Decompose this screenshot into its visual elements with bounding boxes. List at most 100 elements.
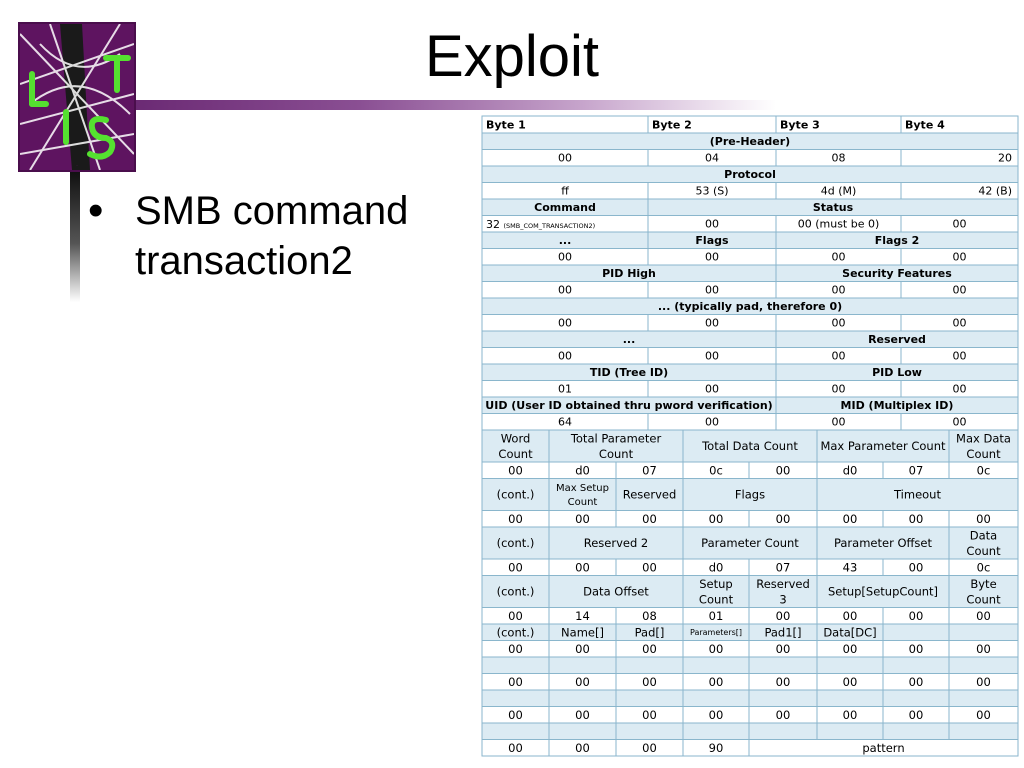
table-label-text: Reserved 2 bbox=[584, 536, 649, 550]
table-label-cell bbox=[548, 722, 617, 740]
table-value-text: 00 bbox=[558, 284, 572, 297]
table-label-text: Parameters[] bbox=[690, 628, 742, 637]
table-label-cell bbox=[615, 722, 684, 740]
table-value-text: 00 bbox=[642, 675, 657, 689]
table-value-text: 00 bbox=[909, 642, 924, 656]
table-value-text: 07 bbox=[642, 463, 657, 477]
table-value-text: 00 bbox=[776, 512, 791, 526]
bullet-text: SMB command transaction2 bbox=[135, 189, 409, 283]
table-value-text: 4d (M) bbox=[821, 185, 857, 198]
table-value-text: 42 (B) bbox=[978, 185, 1012, 198]
table-value-text: 00 bbox=[976, 675, 991, 689]
table-value-text: 00 bbox=[709, 675, 724, 689]
table-label-text: Reserved bbox=[756, 577, 810, 591]
table-label-cell bbox=[816, 722, 884, 740]
table-label-cell bbox=[682, 478, 818, 511]
table-value-text: 00 bbox=[832, 416, 846, 429]
command-name-text: (SMB_COM_TRANSACTION2) bbox=[504, 222, 596, 230]
table-label-text: Pad[] bbox=[635, 625, 665, 639]
table-label-cell bbox=[816, 575, 950, 608]
table-label-cell bbox=[548, 656, 617, 674]
table-label-text: PID Low bbox=[872, 366, 922, 379]
table-header-text: Byte 3 bbox=[780, 118, 820, 131]
table-label-text: Word bbox=[501, 431, 531, 445]
table-value-text: 08 bbox=[642, 609, 657, 623]
table-label-text: Total Parameter bbox=[570, 431, 662, 445]
list-logo: LIST bbox=[18, 22, 136, 172]
table-value-text: 00 bbox=[575, 560, 590, 574]
table-value-text: 00 bbox=[508, 675, 523, 689]
table-label-text: ... (typically pad, therefore 0) bbox=[658, 300, 842, 313]
table-label-text: Security Features bbox=[842, 267, 952, 280]
table-label-text: Count bbox=[568, 497, 598, 508]
table-value-text: 00 bbox=[508, 741, 523, 755]
table-label-text: Protocol bbox=[724, 168, 776, 181]
table-label-text: Count bbox=[966, 544, 1001, 558]
table-value-text: 00 bbox=[976, 708, 991, 722]
side-accent-bar bbox=[70, 172, 80, 302]
svg-text:LIST: LIST bbox=[76, 165, 78, 167]
table-label-text: Data bbox=[970, 528, 997, 542]
table-cell-text: 32 (SMB_COM_TRANSACTION2) bbox=[486, 218, 595, 231]
table-value-text: 00 bbox=[832, 350, 846, 363]
table-label-cell bbox=[948, 575, 1019, 608]
table-label-text: 3 bbox=[779, 592, 786, 606]
table-value-text: 00 bbox=[832, 383, 846, 396]
table-value-text: 00 bbox=[709, 512, 724, 526]
table-value-text: 00 bbox=[575, 675, 590, 689]
table-value-text: 08 bbox=[832, 152, 846, 165]
bullet-icon: • bbox=[88, 186, 104, 235]
list-logo-graphic: LIST bbox=[20, 24, 134, 170]
table-label-text: (cont.) bbox=[497, 488, 535, 502]
table-label-cell bbox=[615, 689, 684, 707]
table-label-text: Data[DC] bbox=[823, 625, 876, 639]
table-value-text: 00 bbox=[909, 609, 924, 623]
table-value-text: 53 (S) bbox=[695, 185, 728, 198]
table-value-text: 00 bbox=[705, 284, 719, 297]
table-label-text: UID (User ID obtained thru pword verific… bbox=[485, 399, 772, 412]
table-label-text: Pad1[] bbox=[764, 625, 801, 639]
table-value-text: 00 bbox=[575, 741, 590, 755]
table-label-text: (Pre-Header) bbox=[710, 135, 790, 148]
table-value-text: 00 bbox=[558, 317, 572, 330]
table-label-cell bbox=[948, 429, 1019, 463]
table-value-text: 00 bbox=[642, 512, 657, 526]
table-value-text: 00 bbox=[843, 708, 858, 722]
table-value-text: 00 bbox=[575, 512, 590, 526]
table-value-text: 00 bbox=[705, 383, 719, 396]
table-value-text: 00 bbox=[953, 251, 967, 264]
table-value-text: 00 bbox=[508, 609, 523, 623]
table-value-text: 01 bbox=[709, 609, 724, 623]
table-label-text: Total Data Count bbox=[701, 439, 798, 453]
table-label-cell bbox=[682, 656, 750, 674]
table-label-text: Reserved bbox=[623, 488, 677, 502]
table-value-text: 00 bbox=[832, 284, 846, 297]
table-value-text: 00 bbox=[976, 609, 991, 623]
table-value-text: 00 bbox=[558, 152, 572, 165]
table-label-cell bbox=[682, 689, 750, 707]
table-value-text: 00 bbox=[508, 512, 523, 526]
table-label-cell bbox=[615, 656, 684, 674]
table-label-cell bbox=[948, 656, 1019, 674]
table-label-text: Status bbox=[813, 201, 854, 214]
table-value-text: 00 bbox=[953, 383, 967, 396]
table-value-text: 00 bbox=[776, 609, 791, 623]
table-label-cell bbox=[481, 575, 550, 608]
table-label-cell bbox=[548, 478, 617, 511]
table-label-cell bbox=[481, 722, 550, 740]
table-value-text: 07 bbox=[776, 560, 791, 574]
table-value-text: 00 bbox=[575, 642, 590, 656]
table-value-text: 00 (must be 0) bbox=[798, 218, 880, 231]
table-value-text: 14 bbox=[575, 609, 590, 623]
table-label-cell bbox=[882, 656, 950, 674]
table-label-cell bbox=[882, 689, 950, 707]
table-label-text: Byte bbox=[970, 577, 996, 591]
table-label-cell bbox=[481, 526, 550, 560]
table-value-text: 00 bbox=[843, 512, 858, 526]
table-label-cell bbox=[948, 623, 1019, 641]
table-value-text: 00 bbox=[709, 708, 724, 722]
table-value-text: 00 bbox=[705, 350, 719, 363]
accent-bar bbox=[136, 100, 776, 110]
table-label-text: Flags bbox=[695, 234, 729, 247]
table-value-text: 64 bbox=[558, 416, 572, 429]
